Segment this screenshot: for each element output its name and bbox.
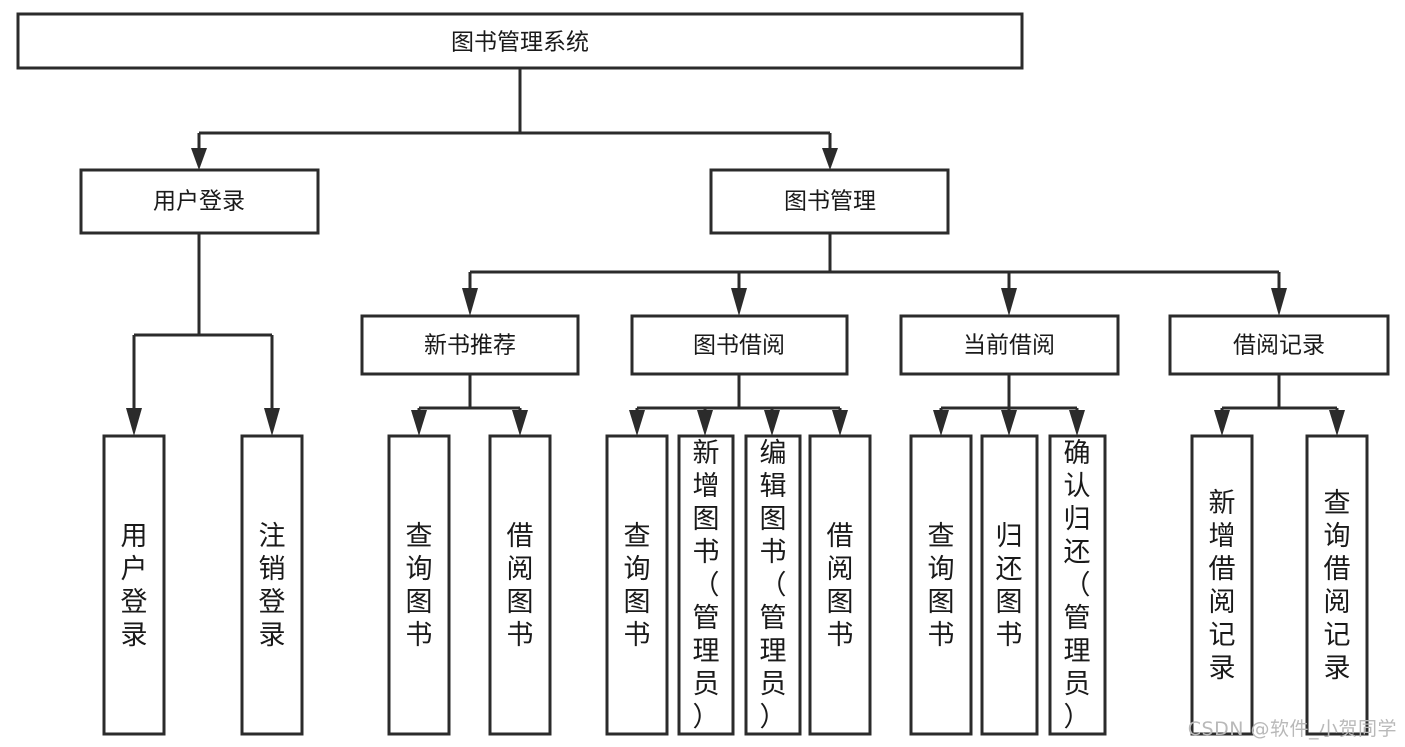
- arrow-to-current: [1001, 288, 1017, 316]
- leaf-query-book-2-label: 查询图书: [624, 521, 651, 651]
- leaf-add-record-box[interactable]: [1190, 434, 1254, 736]
- leaf-query-book-1[interactable]: 查询图书: [387, 434, 451, 736]
- node-borrow[interactable]: 图书借阅: [630, 314, 849, 376]
- node-new-book-box[interactable]: [360, 314, 580, 376]
- leaf-query-book-3-label: 查询图书: [928, 521, 955, 651]
- arrow-to-user-login: [191, 148, 207, 170]
- node-book-manage[interactable]: 图书管理: [709, 168, 950, 235]
- arrow-to-borrow: [731, 288, 747, 316]
- node-borrow-label: 图书借阅: [693, 333, 785, 359]
- leaf-confirm-return-label: 确认归还（管理员）: [1064, 438, 1091, 733]
- leaf-query-book-2-box[interactable]: [605, 434, 669, 736]
- leaf-borrow-book-2-box[interactable]: [808, 434, 872, 736]
- node-layer: 图书管理系统 用户登录 图书管理 新书推荐 图书借阅 当前: [16, 12, 1390, 736]
- leaf-query-record-box[interactable]: [1305, 434, 1369, 736]
- node-borrow-record-box[interactable]: [1168, 314, 1390, 376]
- node-new-book-label: 新书推荐: [424, 333, 516, 359]
- leaf-borrow-book-2[interactable]: 借阅图书: [808, 434, 872, 736]
- node-root-label: 图书管理系统: [451, 30, 589, 56]
- arrow-to-l-query-book-1: [411, 410, 427, 436]
- node-user-login-label: 用户登录: [153, 189, 245, 215]
- leaf-query-book-1-box[interactable]: [387, 434, 451, 736]
- node-current-borrow-label: 当前借阅: [963, 333, 1055, 359]
- leaf-add-record-label: 新增借阅记录: [1209, 488, 1236, 684]
- node-book-manage-label: 图书管理: [784, 189, 876, 215]
- node-new-book[interactable]: 新书推荐: [360, 314, 580, 376]
- node-user-login[interactable]: 用户登录: [79, 168, 320, 235]
- leaf-borrow-book-2-label: 借阅图书: [827, 521, 854, 651]
- node-book-manage-box[interactable]: [709, 168, 950, 235]
- leaf-add-record[interactable]: 新增借阅记录: [1190, 434, 1254, 736]
- leaf-query-book-3[interactable]: 查询图书: [909, 434, 973, 736]
- edge-layer: [126, 68, 1345, 436]
- arrow-to-record: [1271, 288, 1287, 316]
- node-current-borrow[interactable]: 当前借阅: [899, 314, 1120, 376]
- leaf-add-book[interactable]: 新增图书（管理员）: [677, 434, 735, 736]
- leaf-user-login[interactable]: 用户登录: [102, 434, 166, 736]
- leaf-edit-book[interactable]: 编辑图书（管理员）: [744, 434, 802, 736]
- leaf-user-login-box[interactable]: [102, 434, 166, 736]
- leaf-user-login-label: 用户登录: [121, 521, 148, 651]
- node-root[interactable]: 图书管理系统: [16, 12, 1024, 70]
- node-user-login-box[interactable]: [79, 168, 320, 235]
- leaf-user-logout-label: 注销登录: [259, 521, 286, 651]
- arrow-to-l-add-record: [1214, 410, 1230, 436]
- leaf-edit-book-box[interactable]: [744, 434, 802, 736]
- arrow-to-l-user-logout: [264, 408, 280, 436]
- leaf-confirm-return[interactable]: 确认归还（管理员）: [1048, 434, 1107, 736]
- node-borrow-record[interactable]: 借阅记录: [1168, 314, 1390, 376]
- leaf-borrow-book-1[interactable]: 借阅图书: [488, 434, 552, 736]
- arrow-to-l-query-book-3: [933, 410, 949, 436]
- arrow-to-l-user-login: [126, 408, 142, 436]
- arrow-to-l-borrow-book-1: [512, 410, 528, 436]
- leaf-confirm-return-box[interactable]: [1048, 434, 1107, 736]
- leaf-add-book-box[interactable]: [677, 434, 735, 736]
- leaf-query-book-1-label: 查询图书: [406, 521, 433, 651]
- arrow-to-l-borrow-book-2: [832, 410, 848, 436]
- leaf-borrow-book-1-label: 借阅图书: [507, 521, 534, 651]
- leaf-return-book[interactable]: 归还图书: [980, 434, 1039, 736]
- arrow-to-book-manage: [822, 148, 838, 170]
- node-borrow-record-label: 借阅记录: [1233, 333, 1325, 359]
- arrow-to-l-query-book-2: [629, 410, 645, 436]
- arrow-to-l-confirm-return: [1069, 410, 1085, 436]
- arrow-to-new-book: [462, 288, 478, 316]
- arrow-to-l-edit-book: [764, 410, 780, 436]
- node-root-box[interactable]: [16, 12, 1024, 70]
- leaf-return-book-label: 归还图书: [996, 521, 1023, 651]
- leaf-borrow-book-1-box[interactable]: [488, 434, 552, 736]
- node-borrow-box[interactable]: [630, 314, 849, 376]
- leaf-user-logout[interactable]: 注销登录: [240, 434, 304, 736]
- leaf-query-book-2[interactable]: 查询图书: [605, 434, 669, 736]
- node-current-borrow-box[interactable]: [899, 314, 1120, 376]
- arrow-to-l-return-book: [1001, 410, 1017, 436]
- arrow-to-l-query-record: [1329, 410, 1345, 436]
- leaf-return-book-box[interactable]: [980, 434, 1039, 736]
- leaf-user-logout-box[interactable]: [240, 434, 304, 736]
- leaf-query-book-3-box[interactable]: [909, 434, 973, 736]
- leaf-query-record[interactable]: 查询借阅记录: [1305, 434, 1369, 736]
- leaf-add-book-label: 新增图书（管理员）: [693, 438, 720, 733]
- leaf-edit-book-label: 编辑图书（管理员）: [760, 438, 787, 733]
- leaf-query-record-label: 查询借阅记录: [1324, 488, 1351, 684]
- arrow-to-l-add-book: [697, 410, 713, 436]
